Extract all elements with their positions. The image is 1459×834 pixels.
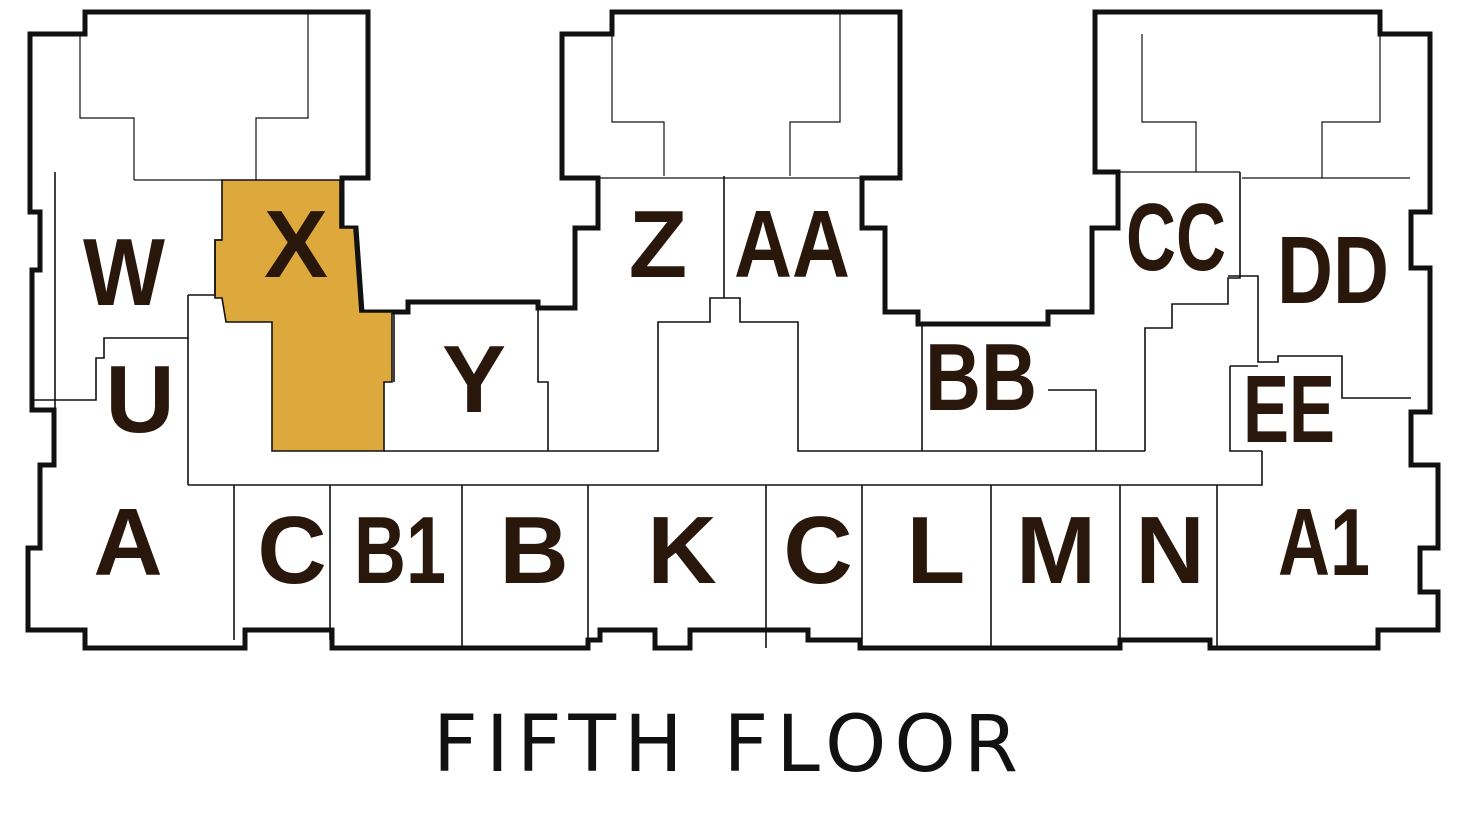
unit-label-ee[interactable]: EE — [1243, 356, 1335, 463]
unit-label-c-left[interactable]: C — [257, 497, 326, 604]
unit-dd-ee-partitions — [1228, 275, 1411, 452]
unit-y-partitions — [384, 297, 922, 452]
building-outline — [25, 9, 1441, 651]
unit-bb-partitions — [921, 172, 1241, 452]
unit-label-c-right[interactable]: C — [783, 497, 852, 604]
floor-title: FIFTH FLOOR — [433, 700, 1026, 790]
corridor-upper — [187, 295, 1263, 486]
balcony-lines-left — [79, 12, 309, 181]
unit-label-y[interactable]: Y — [442, 326, 506, 433]
unit-label-u[interactable]: U — [105, 346, 174, 453]
unit-label-n[interactable]: N — [1135, 497, 1204, 604]
unit-label-w[interactable]: W — [83, 219, 165, 326]
unit-label-l[interactable]: L — [907, 497, 966, 604]
unit-label-dd[interactable]: DD — [1277, 217, 1389, 324]
unit-label-aa[interactable]: AA — [734, 191, 850, 298]
unit-label-cc[interactable]: CC — [1126, 184, 1226, 291]
balcony-lines-right — [1118, 34, 1410, 179]
balcony-lines-middle — [598, 12, 862, 179]
unit-w-partitions — [32, 172, 222, 465]
unit-label-x[interactable]: X — [264, 191, 328, 298]
unit-label-z[interactable]: Z — [629, 191, 688, 298]
unit-label-bb[interactable]: BB — [925, 324, 1037, 431]
unit-label-a1[interactable]: A1 — [1278, 489, 1370, 596]
unit-label-b1[interactable]: B1 — [354, 497, 446, 604]
lower-row-partitions — [233, 485, 1218, 648]
unit-label-a[interactable]: A — [93, 489, 162, 596]
unit-labels: W X Y Z AA BB CC DD EE U A C B1 B K C L … — [83, 184, 1389, 604]
unit-label-m[interactable]: M — [1016, 497, 1096, 604]
unit-label-k[interactable]: K — [647, 497, 716, 604]
unit-label-b[interactable]: B — [499, 497, 568, 604]
